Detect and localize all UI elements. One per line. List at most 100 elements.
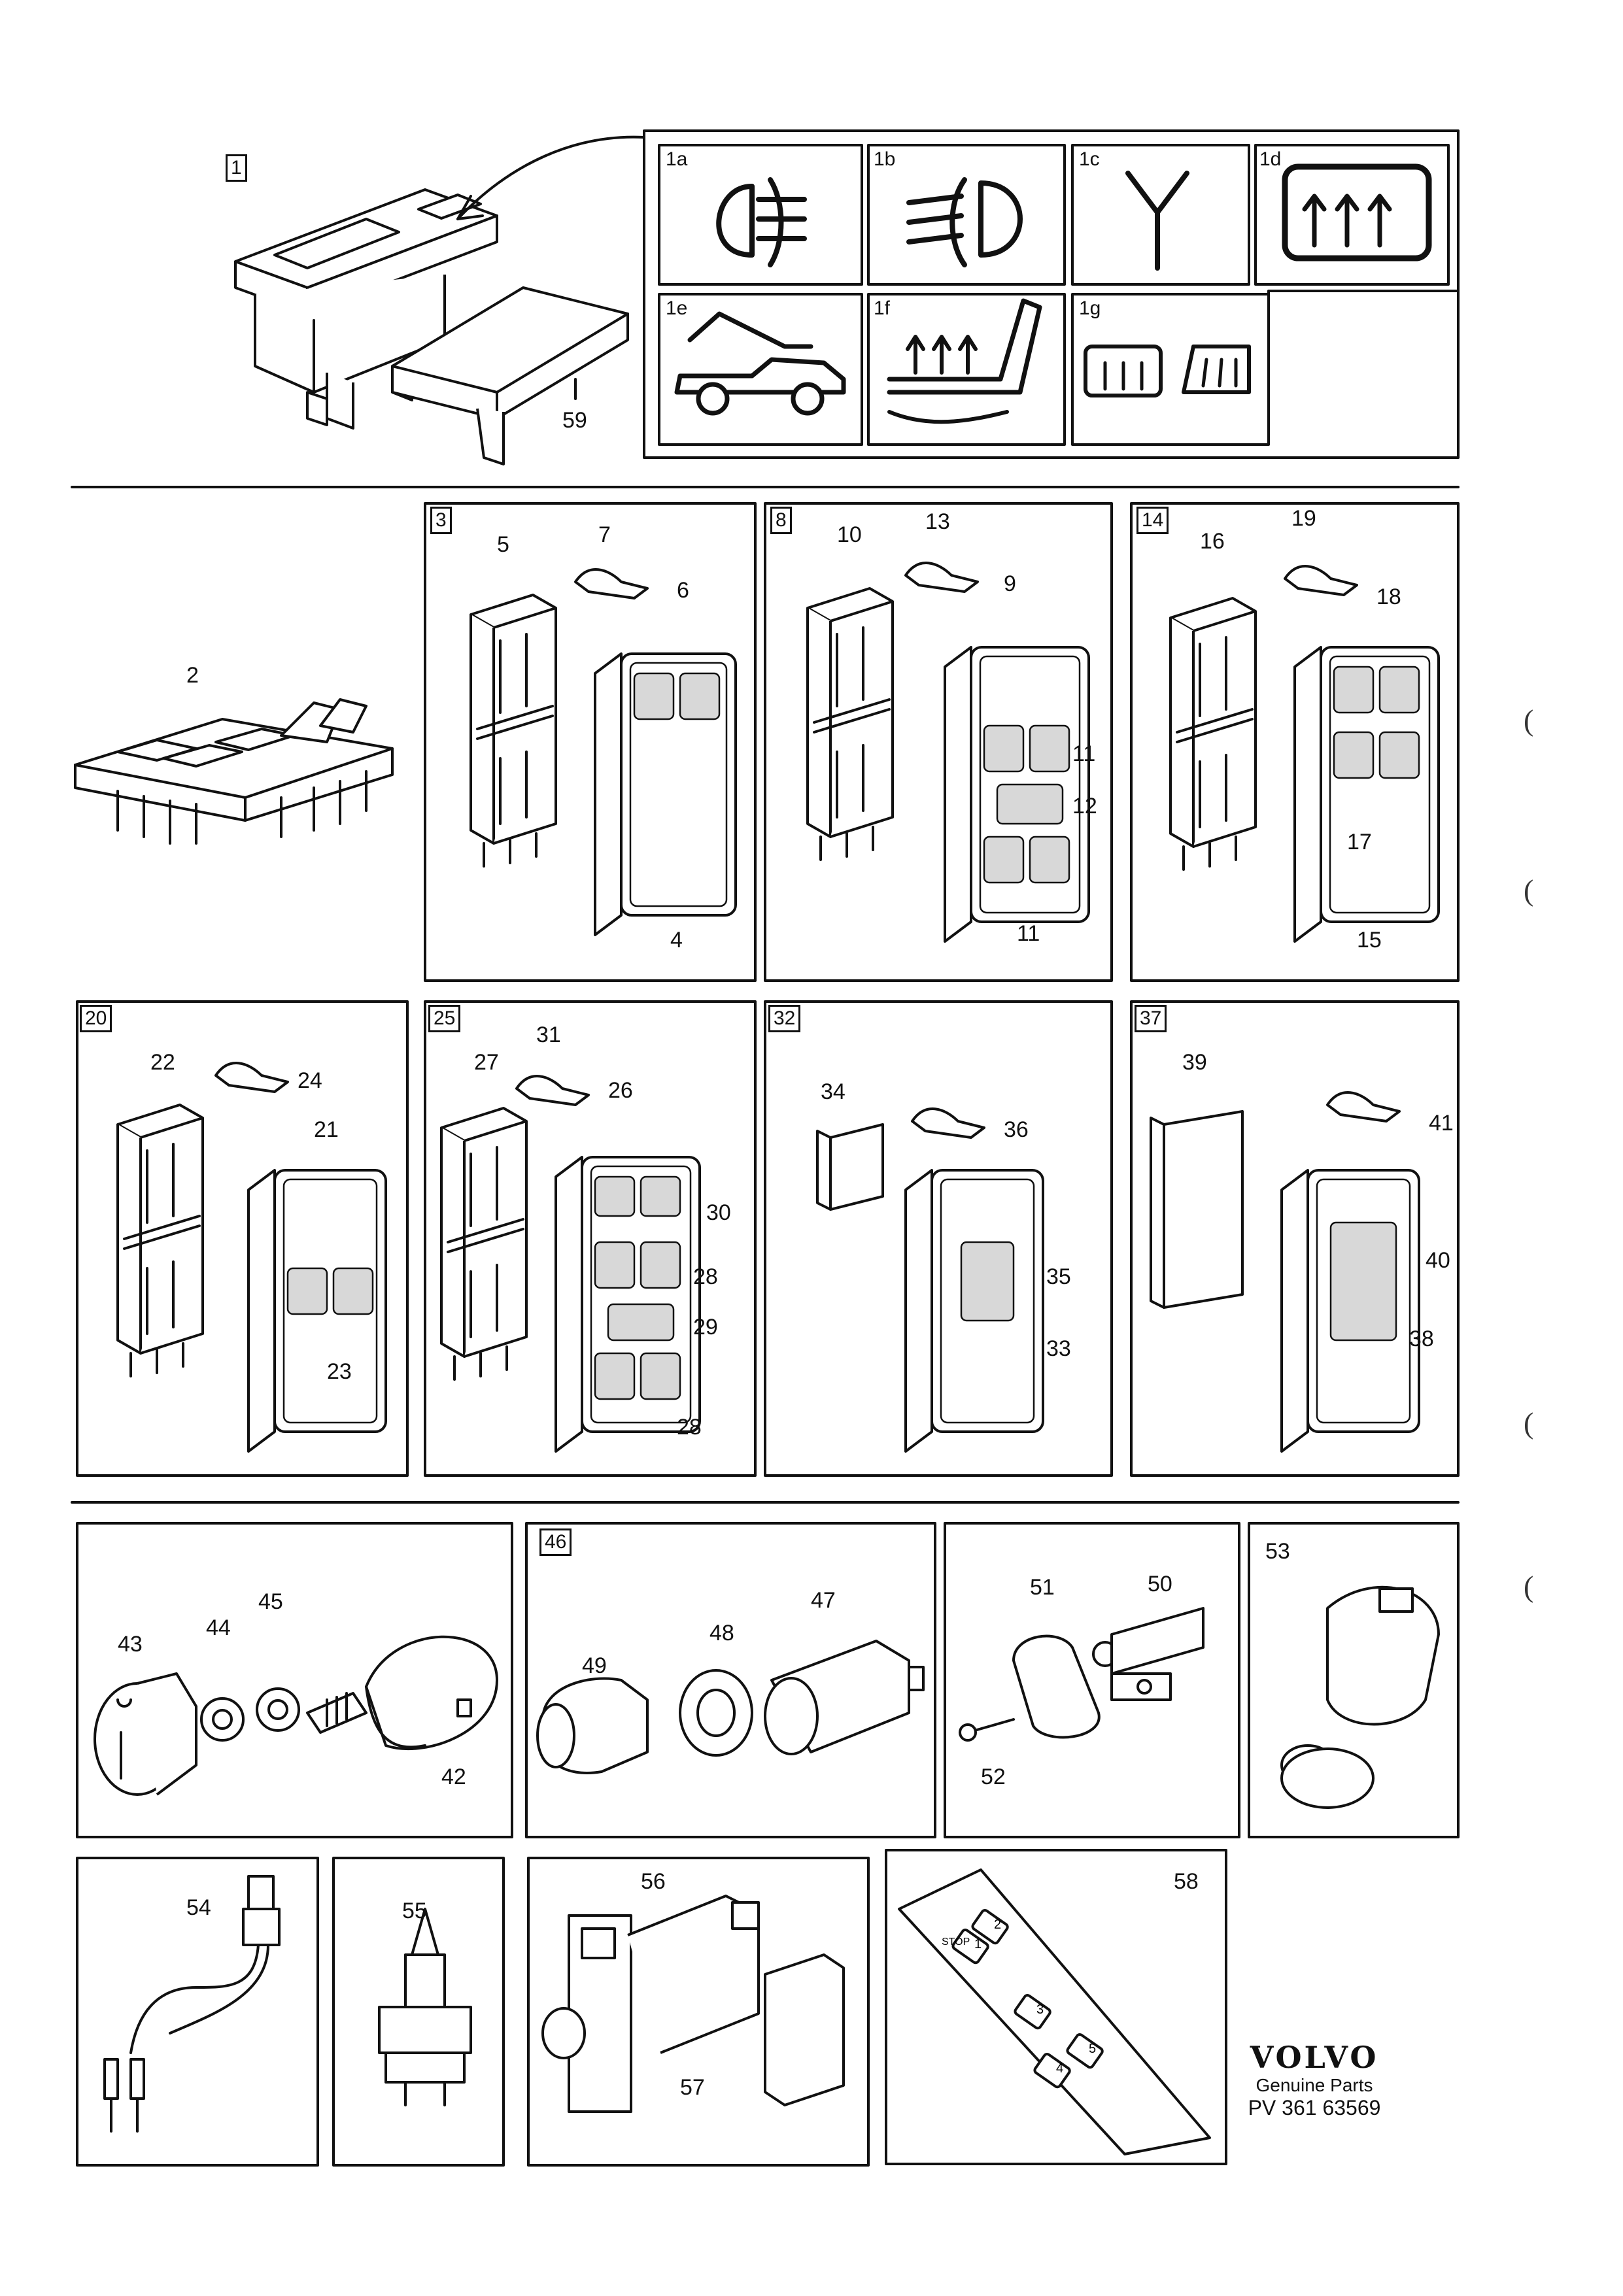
callout-44: 44 <box>206 1615 231 1640</box>
callout-28a: 28 <box>693 1264 718 1289</box>
callout-25: 25 <box>428 1005 461 1032</box>
callout-16: 16 <box>1200 529 1225 554</box>
symbol-label-1d: 1d <box>1259 148 1282 170</box>
callout-19: 19 <box>1291 506 1316 531</box>
housing-15 <box>1293 646 1440 943</box>
callout-21: 21 <box>314 1117 339 1142</box>
cover-59 <box>391 286 629 465</box>
panel-key-label: 4 <box>1056 2061 1063 2076</box>
box-20 <box>76 1000 409 1477</box>
housing-4 <box>594 652 737 936</box>
callout-11a: 11 <box>1072 741 1096 766</box>
callout-41: 41 <box>1429 1111 1454 1136</box>
housing-33 <box>904 1169 1044 1453</box>
callout-7: 7 <box>598 522 611 547</box>
panel-key-3 <box>1014 1993 1051 2030</box>
callout-59: 59 <box>562 408 587 433</box>
callout-48: 48 <box>709 1621 734 1646</box>
connector-27 <box>440 1107 528 1381</box>
panel-key-label: 3 <box>1036 2002 1044 2017</box>
callout-29: 29 <box>693 1315 718 1340</box>
rheostat-56 <box>541 1895 845 2113</box>
callout-58: 58 <box>1174 1869 1199 1894</box>
box-55 <box>332 1857 505 2167</box>
clip-19 <box>1284 565 1358 596</box>
window-switch-panel-2 <box>74 698 394 845</box>
panel-stop-label: STOP <box>942 1936 970 1948</box>
housing-26 <box>555 1156 701 1453</box>
callout-38: 38 <box>1409 1326 1434 1351</box>
heated-mirror-icon <box>1084 345 1251 397</box>
relay-39 <box>1150 1110 1244 1309</box>
callout-11b: 11 <box>1017 921 1040 946</box>
margin-mark: ( <box>1524 1406 1534 1440</box>
clip-13 <box>904 562 979 593</box>
connector-5 <box>470 594 557 868</box>
callout-42: 42 <box>441 1764 466 1789</box>
margin-mark: ( <box>1524 703 1534 737</box>
callout-28b: 28 <box>677 1415 702 1440</box>
symbol-label-1e: 1e <box>666 297 688 319</box>
callout-8: 8 <box>770 507 792 534</box>
callout-47: 47 <box>811 1588 836 1613</box>
connector-16 <box>1169 597 1257 871</box>
clip-31 <box>515 1075 590 1106</box>
box-53 <box>1248 1522 1460 1838</box>
sensor-54 <box>103 1875 281 2133</box>
convertible-top-icon <box>674 311 846 416</box>
panel-key-2 <box>971 1908 1009 1945</box>
symbol-label-1b: 1b <box>874 148 896 170</box>
antenna-icon <box>1125 171 1189 271</box>
callout-10: 10 <box>837 522 862 547</box>
panel-key-4 <box>1033 2052 1071 2089</box>
symbol-label-1f: 1f <box>874 297 891 319</box>
brand-subtitle: Genuine Parts <box>1256 2075 1373 2095</box>
callout-31: 31 <box>536 1022 561 1047</box>
callout-30: 30 <box>706 1200 731 1225</box>
callout-27: 27 <box>474 1050 499 1075</box>
callout-9: 9 <box>1004 571 1016 596</box>
callout-1: 1 <box>226 154 247 182</box>
box-56 <box>527 1857 870 2167</box>
panel-key-5 <box>1066 2033 1104 2069</box>
callout-13: 13 <box>925 509 950 534</box>
callout-35: 35 <box>1046 1264 1071 1289</box>
fog-light-rear-icon <box>716 177 807 267</box>
callout-34: 34 <box>821 1079 846 1104</box>
box-54 <box>76 1857 319 2167</box>
power-socket-53 <box>1280 1585 1440 1809</box>
fog-light-front-icon <box>906 177 1023 267</box>
callout-23: 23 <box>327 1359 352 1384</box>
box-50 <box>944 1522 1240 1838</box>
box-58 <box>885 1849 1227 2165</box>
clip-36 <box>911 1107 985 1139</box>
callout-12: 12 <box>1072 794 1097 819</box>
callout-3: 3 <box>430 507 452 534</box>
clip-41 <box>1326 1091 1401 1123</box>
housing-38 <box>1280 1169 1420 1453</box>
symbol-grid <box>643 129 1460 459</box>
callout-45: 45 <box>258 1589 283 1614</box>
callout-22: 22 <box>150 1050 175 1075</box>
callout-39: 39 <box>1182 1050 1207 1075</box>
light-switch-42 <box>94 1635 498 1796</box>
box-8 <box>764 502 1113 982</box>
brand-block: VOLVO Genuine Parts PV 361 63569 <box>1229 2040 1399 2120</box>
relay-34 <box>816 1123 884 1211</box>
brake-switch-55 <box>378 1908 472 2106</box>
box-46 <box>525 1522 936 1838</box>
callout-54: 54 <box>186 1895 211 1920</box>
box-37 <box>1130 1000 1460 1477</box>
margin-mark: ( <box>1524 1570 1534 1603</box>
box-32 <box>764 1000 1113 1477</box>
callout-17: 17 <box>1347 830 1372 854</box>
callout-55: 55 <box>402 1899 427 1923</box>
panel-key-1 <box>951 1928 989 1965</box>
callout-4: 4 <box>670 928 683 953</box>
symbol-label-1c: 1c <box>1079 148 1100 170</box>
callout-49: 49 <box>582 1653 607 1678</box>
callout-36: 36 <box>1004 1117 1029 1142</box>
symbol-label-1g: 1g <box>1079 297 1101 319</box>
